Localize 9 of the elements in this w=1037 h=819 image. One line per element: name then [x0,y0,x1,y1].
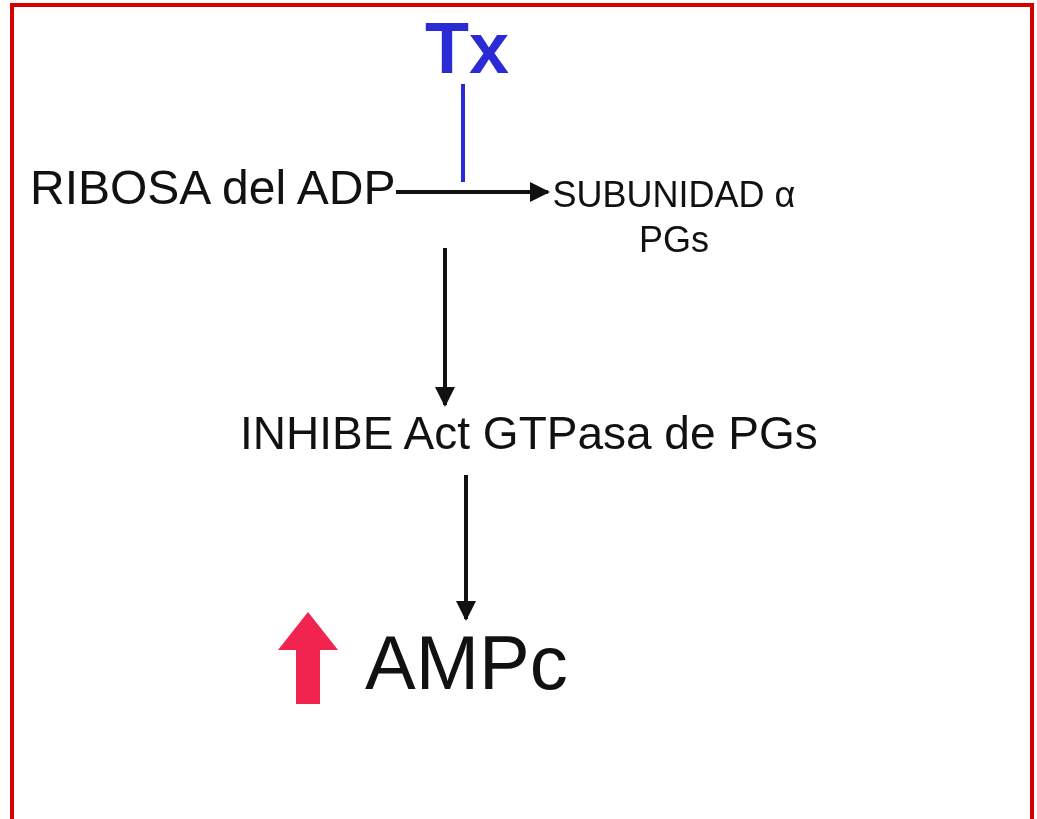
arrow [396,182,550,202]
node-label: RIBOSA del ADP [30,160,396,216]
connector-line [461,84,465,182]
arrow [456,475,476,621]
arrow [435,248,455,407]
node-label: SUBUNIDAD α PGs [551,173,797,262]
node-label: INHIBE Act GTPasa de PGs [240,406,818,461]
node-label: Tx [425,12,510,84]
node-label: AMPc [365,625,568,701]
